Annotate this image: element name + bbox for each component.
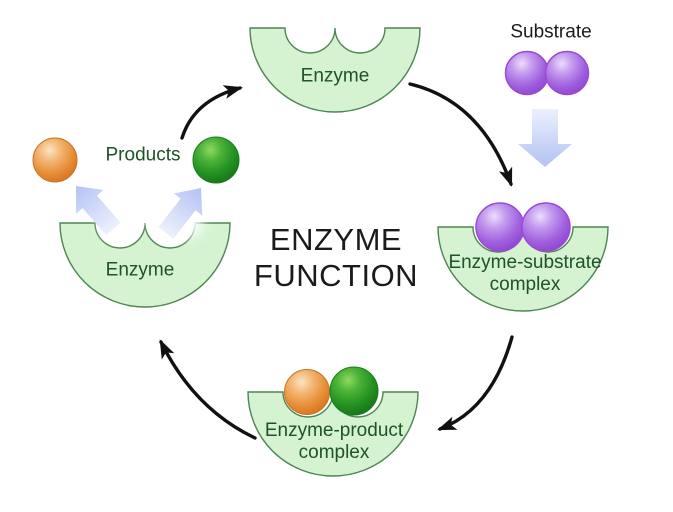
enzyme-top-label: Enzyme — [300, 65, 370, 87]
products-label: Products — [105, 144, 181, 166]
cycle-arrow-top-right-icon — [408, 82, 513, 187]
enzyme-product-complex-label: Enzyme-product complex — [265, 420, 403, 464]
bound-substrate-molecule — [475, 202, 571, 252]
cycle-arrow-bottom-left-icon — [159, 339, 257, 440]
substrate-entry-arrow-icon — [518, 109, 572, 167]
diagram-title-line2: FUNCTION — [253, 258, 419, 293]
enzyme-substrate-complex-label-line2: complex — [489, 274, 561, 295]
substrate-molecule — [504, 50, 590, 96]
diagram-title-line1: ENZYME — [269, 222, 403, 257]
diagram-title: ENZYME FUNCTION — [254, 222, 418, 294]
enzyme-product-complex-label-line2: complex — [298, 442, 370, 463]
enzyme-substrate-complex-label-line1: Enzyme-substrate — [448, 252, 602, 273]
cycle-arrow-bottom-right-icon — [437, 335, 514, 431]
enzyme-left-label: Enzyme — [105, 259, 175, 281]
enzyme-product-complex-label-line1: Enzyme-product — [264, 420, 404, 441]
product-release-arrow-left-icon — [76, 186, 121, 236]
released-product-molecules — [32, 136, 240, 184]
product-release-arrow-right-icon — [158, 188, 203, 239]
substrate-label: Substrate — [510, 21, 592, 43]
bound-product-molecules — [284, 366, 379, 416]
cycle-arrows — [159, 82, 514, 440]
cycle-arrow-top-left-icon — [180, 85, 243, 140]
enzyme-substrate-complex-label: Enzyme-substrate complex — [448, 252, 601, 296]
